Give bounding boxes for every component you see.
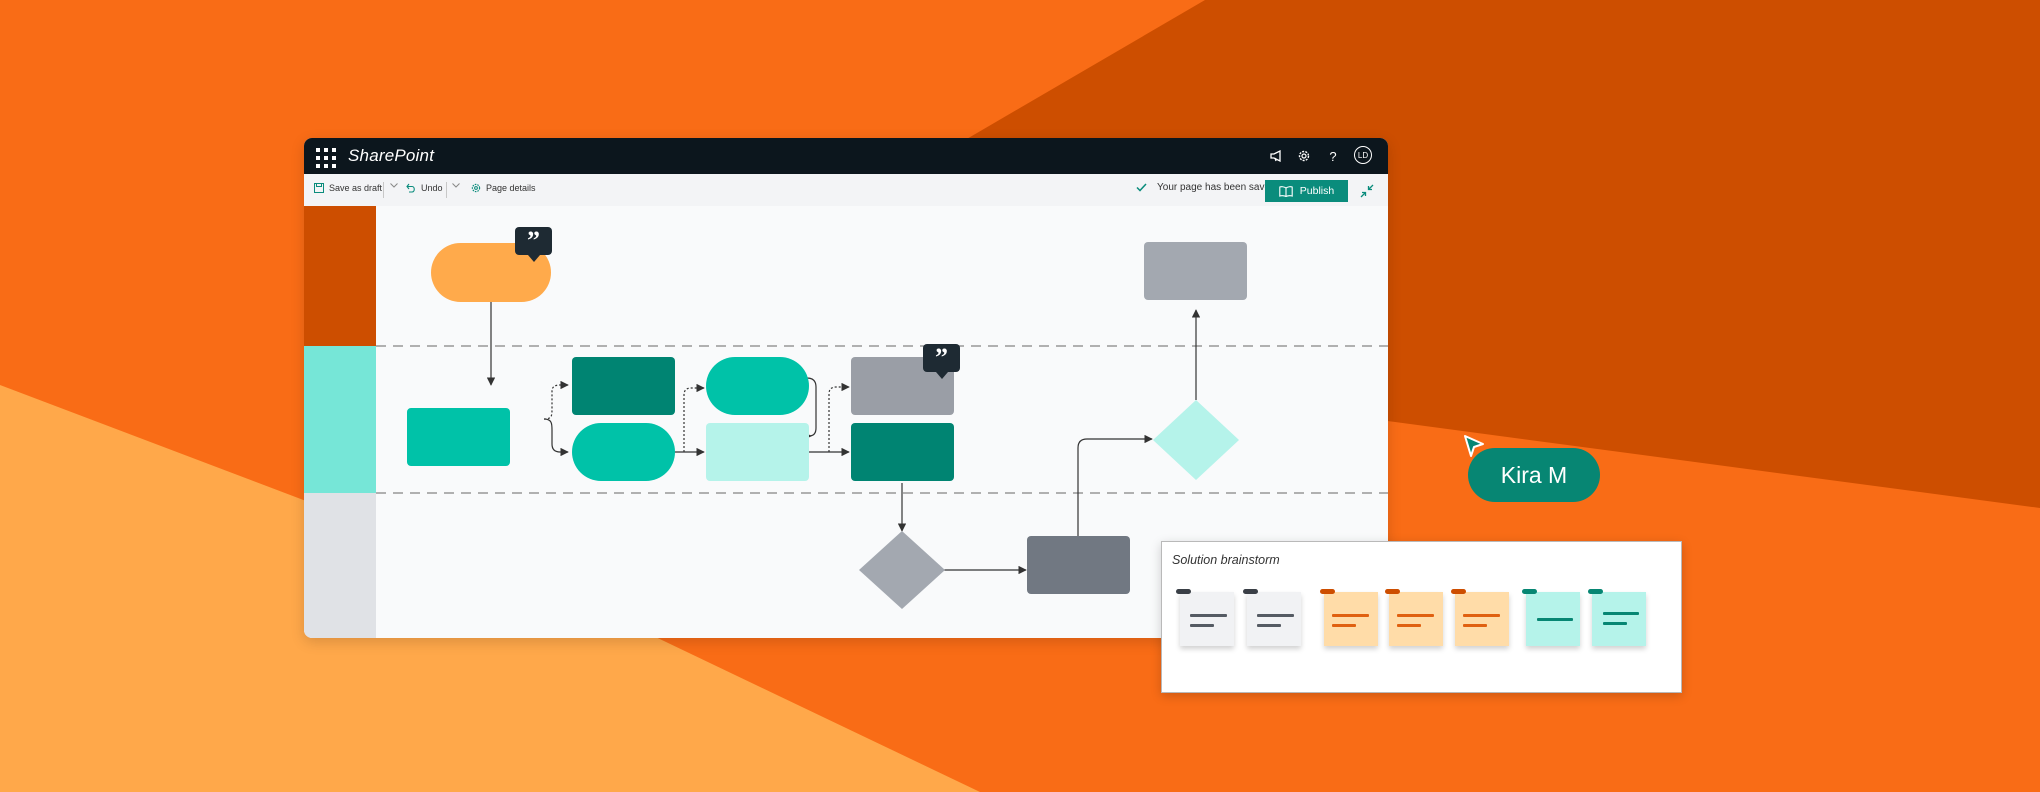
chevron-down-icon [452,183,460,188]
decision-diamond[interactable] [1153,400,1239,480]
check-icon [1136,183,1147,192]
lane-1-header [304,206,376,346]
command-bar: Save as draft Undo Page details Your pag… [304,174,1388,206]
svg-text:”: ” [527,226,540,255]
publish-button[interactable]: Publish [1265,180,1348,202]
page-details-button[interactable]: Page details [471,183,536,193]
help-icon[interactable]: ? [1329,148,1337,164]
flowchart-canvas: ” ” [376,226,1388,609]
undo-icon [406,183,415,193]
save-options-chevron[interactable] [390,183,398,188]
comment-quote-icon[interactable]: ” [923,343,960,379]
save-status-text: Your page has been saved [1157,182,1276,193]
process-box[interactable] [851,423,954,481]
connector [543,418,569,457]
brainstorm-title: Solution brainstorm [1172,553,1280,567]
terminator-shape[interactable] [706,357,809,415]
process-box[interactable] [572,357,675,415]
avatar[interactable]: LD [1354,146,1372,164]
divider [446,182,447,198]
page-details-label: Page details [486,183,536,193]
gear-icon [471,183,481,193]
process-box[interactable] [1144,242,1247,300]
svg-text:”: ” [935,343,948,372]
lane-3-header [304,493,376,638]
title-bar: SharePoint ? LD [304,138,1388,174]
gear-icon[interactable] [1295,147,1313,165]
connector [828,382,850,452]
megaphone-icon[interactable] [1268,147,1286,165]
terminator-shape[interactable] [572,423,675,481]
save-status: Your page has been saved [1136,182,1276,193]
collapse-icon[interactable] [1360,184,1374,198]
save-icon [314,183,324,193]
sticky-note[interactable] [1451,589,1509,646]
app-launcher-icon[interactable] [316,148,336,168]
brainstorm-panel[interactable]: Solution brainstorm [1161,541,1682,693]
save-as-draft-label: Save as draft [329,183,383,193]
publish-label: Publish [1299,185,1335,197]
lane-2-header [304,346,376,493]
decision-diamond[interactable] [859,531,945,609]
undo-options-chevron[interactable] [452,183,460,188]
process-box[interactable] [407,408,510,466]
sticky-note[interactable] [1588,589,1646,646]
sticky-note[interactable] [1320,589,1378,646]
save-as-draft-button[interactable]: Save as draft [314,183,382,193]
connector [683,383,705,452]
connector [543,380,569,420]
sticky-note[interactable] [1385,589,1443,646]
undo-button[interactable]: Undo [406,183,443,193]
collaborator-name-badge: Kira M [1468,448,1600,502]
process-box[interactable] [706,423,809,481]
connector [1077,434,1153,537]
process-box[interactable] [1027,536,1130,594]
book-icon [1279,185,1293,197]
start-terminator[interactable] [431,243,551,302]
sticky-note[interactable] [1522,589,1580,646]
connector [803,377,817,441]
sticky-note[interactable] [1243,589,1301,646]
chevron-down-icon [390,183,398,188]
divider [383,182,384,198]
app-title: SharePoint [348,146,435,165]
sticky-note[interactable] [1176,589,1234,646]
undo-label: Undo [421,183,443,193]
comment-quote-icon[interactable]: ” [515,226,552,262]
cursor-pointer-icon [1464,435,1484,457]
